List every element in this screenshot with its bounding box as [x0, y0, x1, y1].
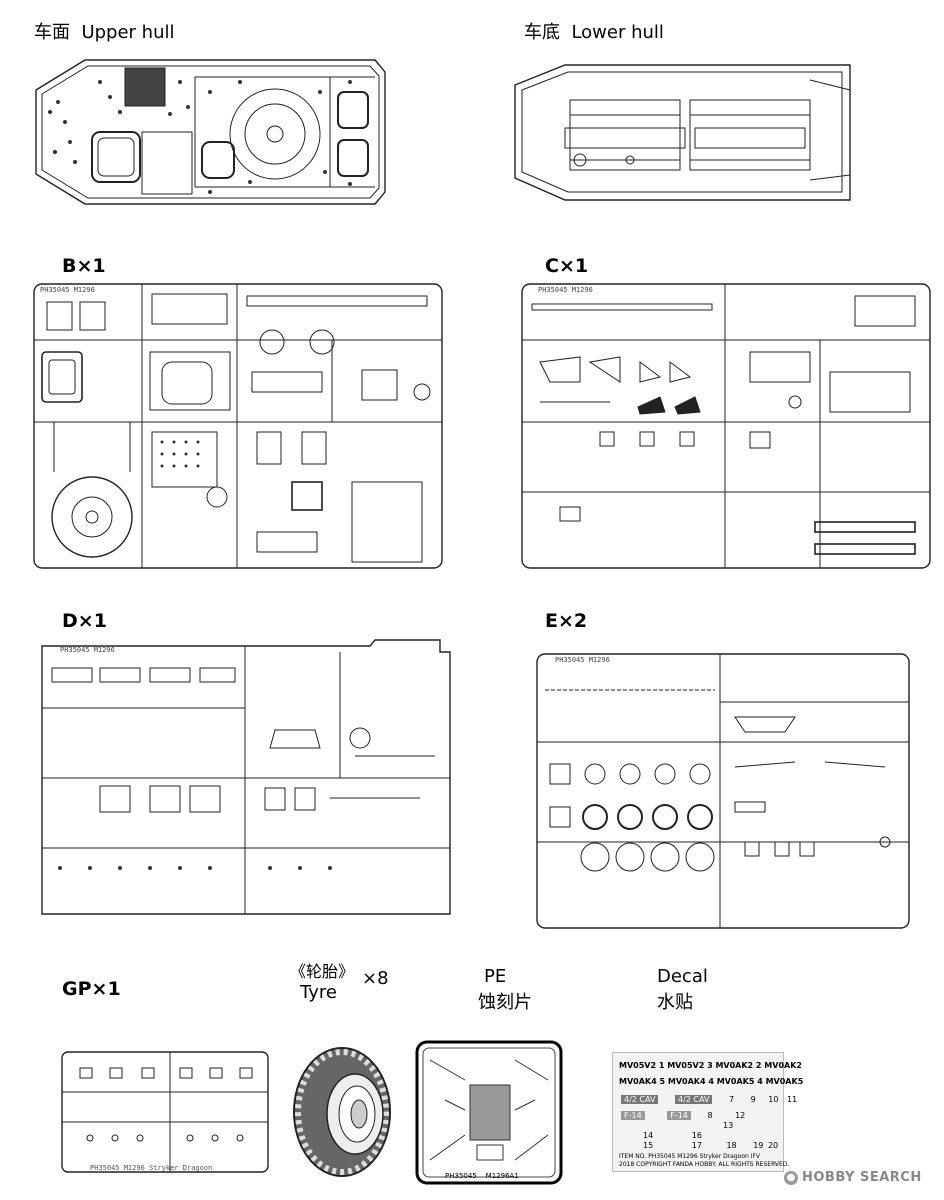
decal-num-14: 14 — [643, 1131, 654, 1140]
pe-sheet: PH35045 M1296A1 — [415, 1040, 563, 1185]
decal-r1-c1: MV05V2 — [619, 1061, 657, 1070]
decal-footer-2: 2018 COPYRIGHT FANDA HOBBY. ALL RIGHTS R… — [619, 1161, 790, 1168]
decal-label-cn: 水贴 — [657, 992, 693, 1013]
decal-row-4: F-14 F-14 8 12 — [621, 1111, 745, 1120]
decal-footer-1: ITEM NO. PH35045 M1296 Stryker Dragoon I… — [619, 1153, 761, 1160]
decal-label-en: Decal — [657, 966, 708, 987]
decal-r2-c4: 4 — [708, 1077, 714, 1086]
sprue-b-label: B×1 — [62, 255, 106, 277]
upper-hull-label: 车面 Upper hull — [34, 18, 175, 44]
decal-sheet: MV05V2 1 MV05V2 3 MV0AK2 2 MV0AK2 MV0AK4… — [612, 1052, 803, 1172]
decal-r2-c3: MV0AK4 — [667, 1077, 706, 1086]
decal-num-9: 9 — [750, 1095, 756, 1104]
decal-num-16: 16 — [691, 1131, 702, 1140]
decal-num-18: 18 — [726, 1141, 737, 1150]
sprue-e-label: E×2 — [545, 610, 588, 632]
tyre-label-en: Tyre — [300, 982, 337, 1003]
decal-num-11: 11 — [786, 1095, 798, 1104]
decal-num-10: 10 — [768, 1095, 779, 1104]
upper-hull-drawing — [30, 52, 390, 212]
sprue-gp-label: GP×1 — [62, 978, 121, 1000]
sprue-c-code: PH35045 M1296 — [538, 286, 593, 294]
decal-row-2: MV0AK4 5 MV0AK4 4 MV0AK5 4 MV0AK5 — [619, 1077, 803, 1086]
lower-hull-label: 车底 Lower hull — [524, 18, 664, 44]
decal-r2-c6: 4 — [757, 1077, 763, 1086]
tyre-qty: ×8 — [362, 968, 389, 989]
lower-hull-drawing — [510, 60, 870, 205]
tyre-label-cn: 《轮胎》 — [290, 962, 355, 981]
decal-r1-c6: 2 — [755, 1061, 762, 1070]
hobby-search-logo-icon: ● — [784, 1170, 798, 1185]
decal-cav-2: 4/2 CAV — [674, 1095, 713, 1104]
decal-num-20: 20 — [767, 1141, 779, 1150]
watermark-text: HOBBY SEARCH — [802, 1170, 922, 1185]
decal-num-19: 19 — [753, 1141, 764, 1150]
upper-hull-label-cn: 车面 — [34, 22, 70, 43]
sprue-b: PH35045 M1296 — [32, 282, 444, 570]
decal-num-7: 7 — [728, 1095, 735, 1104]
decal-num-15: 15 — [643, 1141, 654, 1150]
sprue-e: PH35045 M1296 — [535, 652, 911, 930]
pe-sheet-code: PH35045 M1296A1 — [445, 1172, 519, 1180]
sprue-d-code: PH35045 M1296 — [60, 646, 115, 654]
decal-cav-1: 4/2 CAV — [621, 1095, 659, 1104]
decal-f14-1: F-14 — [621, 1111, 645, 1120]
decal-num-8: 8 — [707, 1111, 713, 1120]
lower-hull-label-en: Lower hull — [571, 22, 664, 43]
decal-r1-c7: MV0AK2 — [764, 1061, 802, 1070]
sprue-b-code: PH35045 M1296 — [40, 286, 95, 294]
upper-hull-label-en: Upper hull — [81, 22, 175, 43]
decal-r2-c7: MV0AK5 — [765, 1077, 804, 1086]
pe-label-en: PE — [484, 966, 507, 987]
pe-label-cn: 蚀刻片 — [478, 992, 532, 1013]
decal-r2-c5: MV0AK5 — [716, 1077, 755, 1086]
watermark: ● HOBBY SEARCH — [784, 1170, 922, 1185]
decal-row-6: 15 17 18 19 20 — [643, 1141, 778, 1150]
sprue-d-label: D×1 — [62, 610, 107, 632]
decal-row-3: 4/2 CAV 4/2 CAV 7 9 10 11 — [621, 1095, 797, 1104]
decal-f14-2: F-14 — [667, 1111, 691, 1120]
decal-row-5: 14 16 — [643, 1131, 702, 1140]
decal-r1-c4: 3 — [707, 1061, 713, 1070]
pe-sheet-model: M1296A1 — [485, 1172, 519, 1180]
decal-row-1: MV05V2 1 MV05V2 3 MV0AK2 2 MV0AK2 — [619, 1061, 802, 1070]
sprue-c-label: C×1 — [545, 255, 589, 277]
decal-r1-c2: 1 — [658, 1061, 665, 1070]
decal-r2-c1: MV0AK4 — [619, 1077, 657, 1086]
decal-r1-c5: MV0AK2 — [715, 1061, 754, 1070]
lower-hull-label-cn: 车底 — [524, 22, 560, 43]
decal-num-12: 12 — [735, 1111, 746, 1120]
decal-num-13: 13 — [723, 1121, 734, 1130]
sprue-gp-code: PH35045 M1296 Stryker Dragoon — [90, 1164, 213, 1172]
sprue-d: PH35045 M1296 — [40, 638, 452, 916]
sprue-c: PH35045 M1296 — [520, 282, 932, 570]
tyre-illustration — [285, 1042, 400, 1182]
sprue-e-code: PH35045 M1296 — [555, 656, 610, 664]
decal-r1-c3: MV05V2 — [667, 1061, 705, 1070]
decal-num-17: 17 — [691, 1141, 702, 1150]
decal-r2-c2: 5 — [659, 1077, 666, 1086]
pe-sheet-code-value: PH35045 — [445, 1172, 477, 1180]
sprue-gp: PH35045 M1296 Stryker Dragoon — [60, 1050, 270, 1182]
